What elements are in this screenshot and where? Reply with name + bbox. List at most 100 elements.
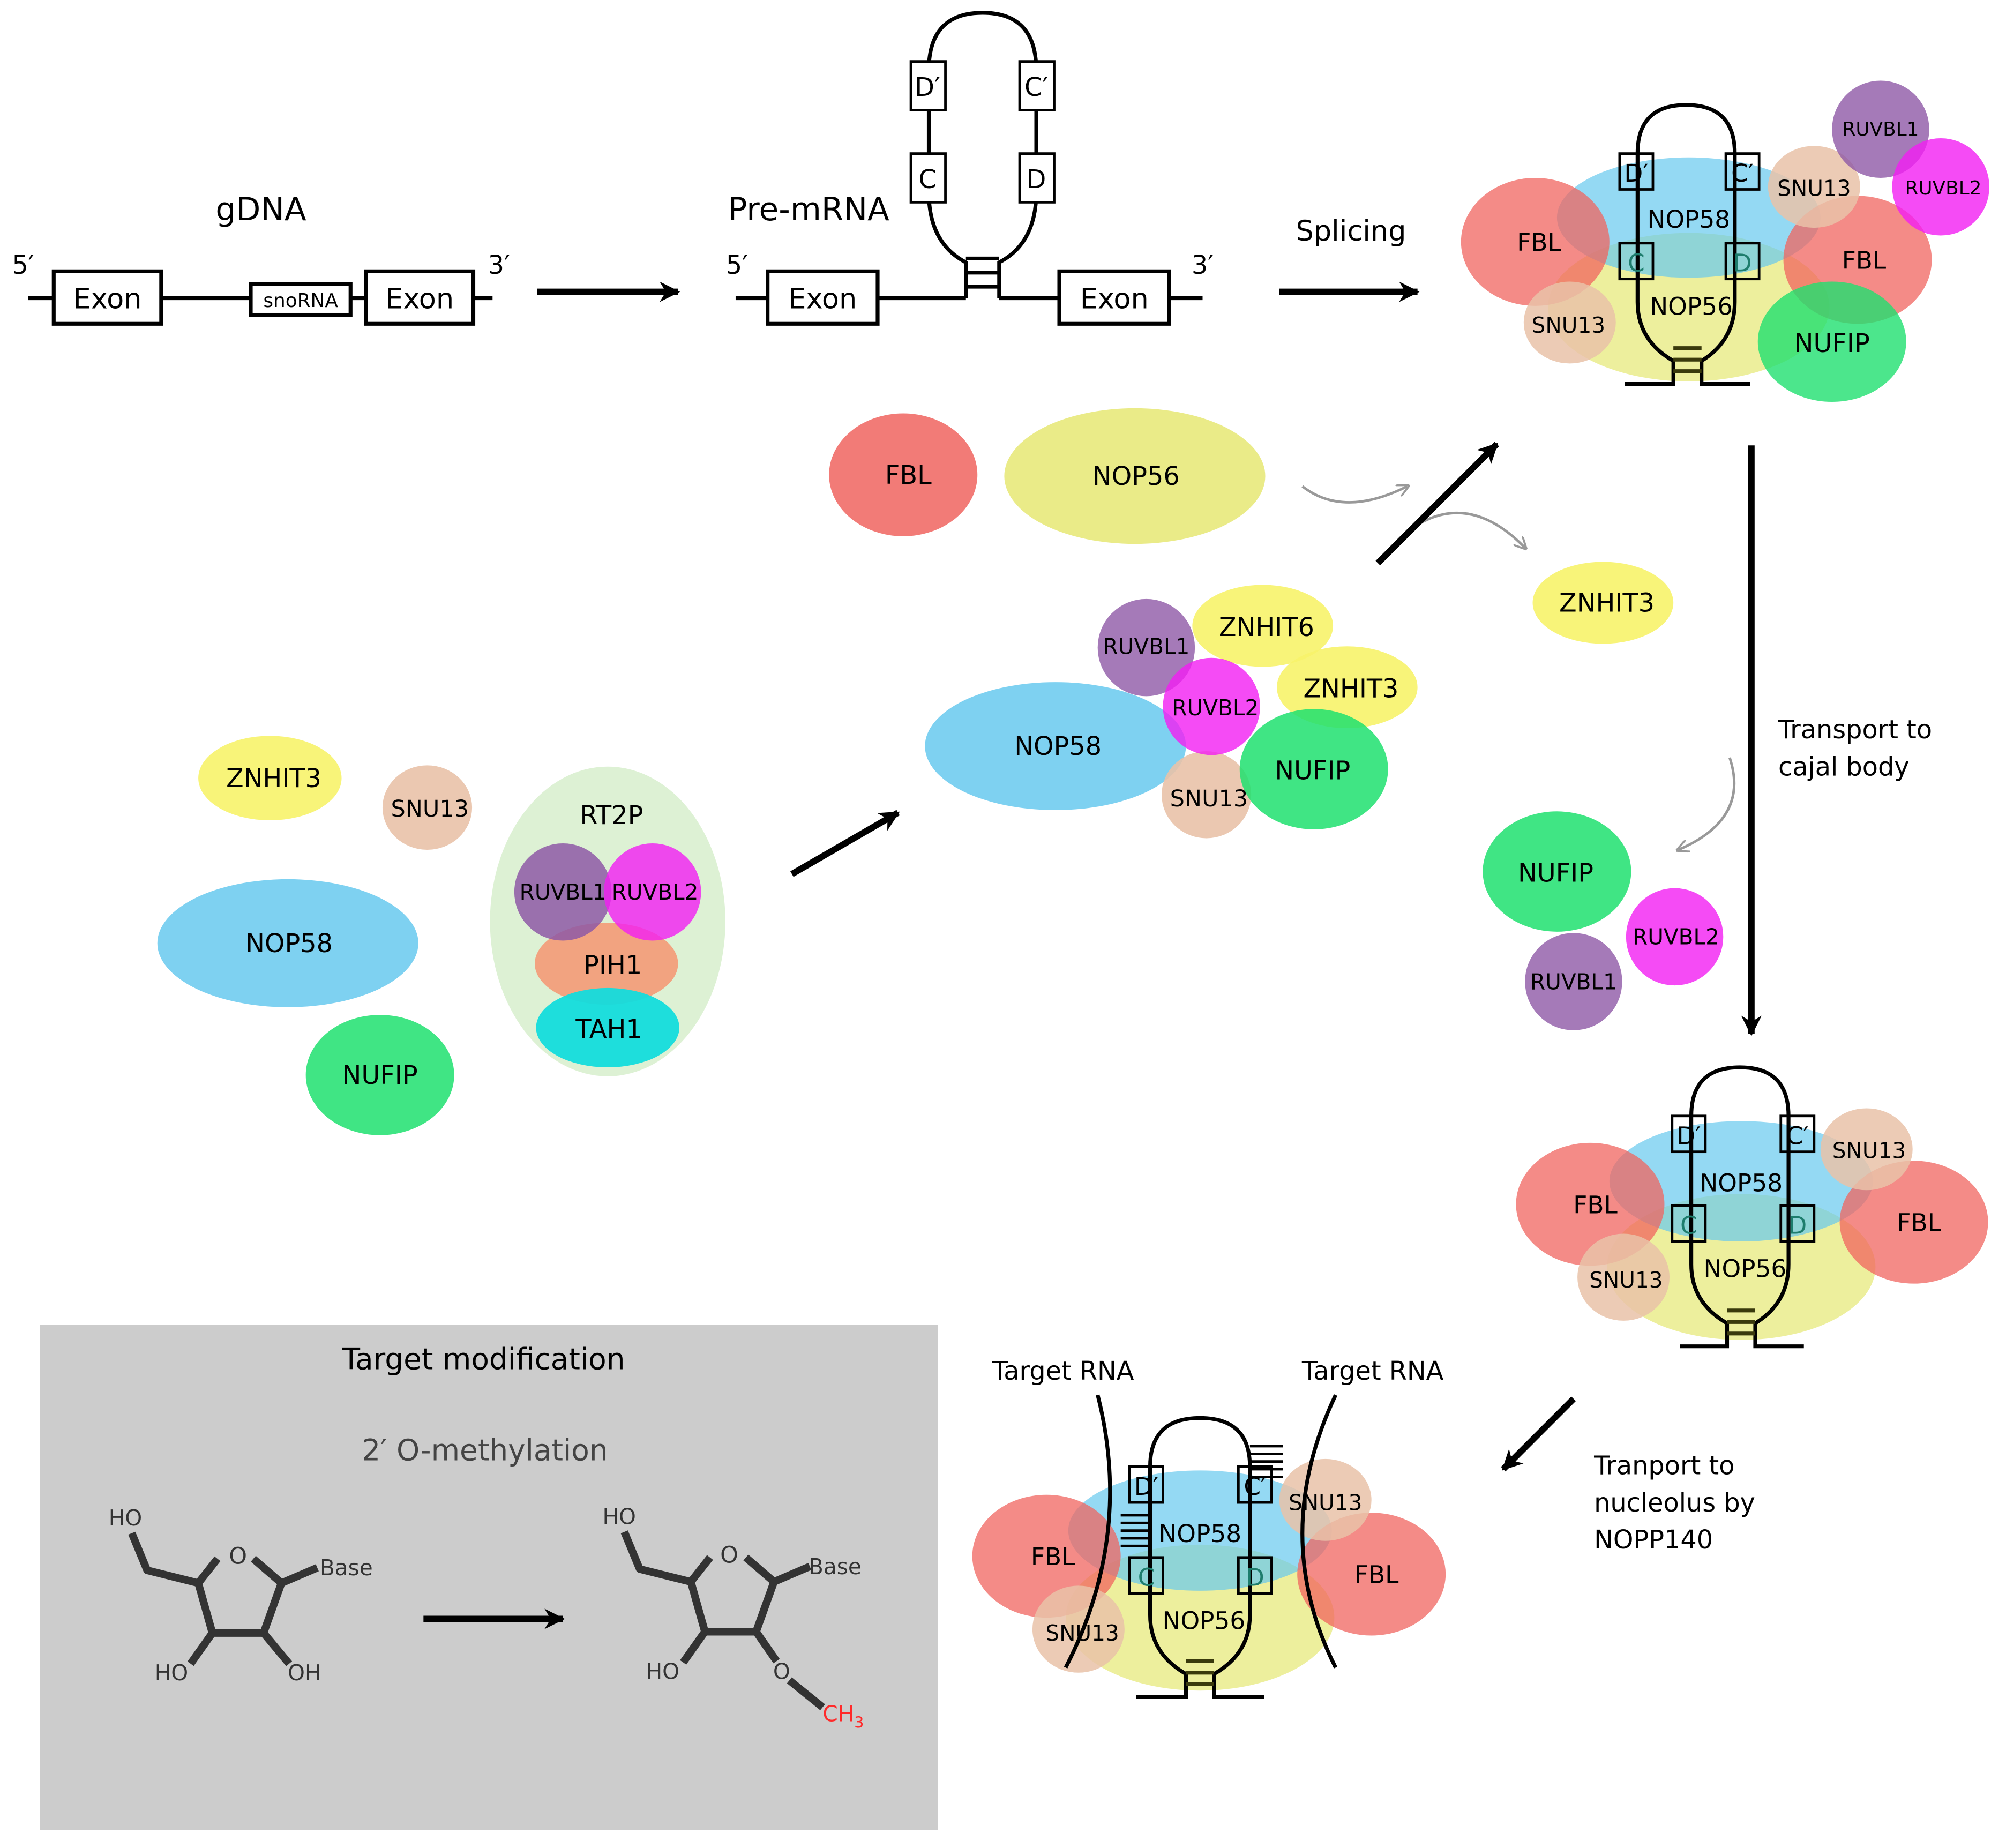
ribose2-o-methyl: O [773, 1659, 790, 1685]
complex3-snorna-strand [1136, 1416, 1264, 1699]
ribose1-oh-bottom: OH [288, 1660, 321, 1686]
grey-arrow-release [1679, 757, 1735, 850]
complex2-snu13-left-label: SNU13 [1589, 1267, 1663, 1293]
premrna-exon-right: Exon [1080, 283, 1149, 316]
premrna-exon-right-box [1057, 269, 1171, 326]
free-nop56-label: NOP56 [1092, 462, 1180, 491]
complex3-fbl-left-label: FBL [1031, 1543, 1075, 1571]
gdna-exon-left: Exon [73, 283, 142, 316]
released-nufip [1483, 811, 1631, 932]
ribose2-ho-bottom: HO [646, 1659, 679, 1685]
modification-subtitle: 2′ O-methylation [362, 1433, 608, 1467]
released-ruvbl2-label: RUVBL2 [1633, 924, 1719, 950]
complex3-fbl-right-label: FBL [1354, 1561, 1399, 1589]
premrna-box-d [1018, 152, 1056, 204]
gdna-snorna: snoRNA [263, 290, 338, 312]
ribose-methylated [620, 1530, 825, 1710]
free-nop56 [1004, 408, 1266, 544]
methyl-subscript: 3 [854, 1713, 864, 1731]
free-nop58 [157, 879, 418, 1007]
grey-arrow-in [1301, 487, 1408, 504]
arrow-nucleolus [1501, 1396, 1576, 1472]
premrna-five-prime: 5′ [726, 251, 748, 280]
ribose1-o-ring: O [229, 1543, 247, 1570]
gdna-title: gDNA [215, 191, 306, 228]
mid-znhit3-label: ZNHIT3 [1303, 675, 1398, 704]
free-nop58-label: NOP58 [245, 929, 333, 959]
complex1-nop58-label: NOP58 [1647, 205, 1730, 234]
ribose1-base: Base [320, 1555, 373, 1581]
pre-mrna: Pre-mRNA 5′ 3′ Exon Exon D′ C C′ D [726, 11, 1214, 326]
complex1-nop58 [1556, 157, 1821, 278]
rt2p-ruvbl2-label: RUVBL2 [612, 879, 699, 905]
rt2p-envelope [490, 766, 725, 1076]
target-modification-panel: Target modification 2′ O-methylation HO … [40, 1325, 938, 1830]
complex1-ruvbl1-label: RUVBL1 [1843, 118, 1919, 140]
arrow-assembly [790, 810, 900, 877]
complex2-box-cprime: C′ [1786, 1121, 1809, 1150]
label-transport-nucleolus-1: Tranport to [1593, 1452, 1734, 1481]
complex1-ruvbl1 [1832, 80, 1929, 178]
complex3-nop58-label: NOP58 [1158, 1520, 1241, 1548]
premrna-title: Pre-mRNA [728, 191, 889, 228]
complex2-nop58-label: NOP58 [1700, 1169, 1783, 1198]
mid-znhit6 [1192, 585, 1334, 667]
complex3-nop56-label: NOP56 [1163, 1607, 1246, 1635]
free-nufip [305, 1015, 454, 1135]
mid-znhit3 [1276, 646, 1418, 729]
complex3-box-c: C [1138, 1563, 1155, 1591]
rt2p-tah1 [536, 987, 679, 1068]
rt2p-ruvbl2 [604, 843, 701, 941]
rt2p-tah1-label: TAH1 [575, 1015, 642, 1044]
premrna-exon-left: Exon [788, 283, 857, 316]
complex3-snu13-right-label: SNU13 [1289, 1490, 1362, 1515]
gdna-gene: gDNA 5′ 3′ Exon snoRNA Exon [12, 191, 510, 326]
free-znhit3 [198, 736, 342, 821]
snornp-complex-spliced: D′ C C′ D NOP58 NOP56 FBL FBL SNU13 SNU1… [1461, 80, 1989, 402]
snornp-complex-mature: D′ C C′ D NOP58 NOP56 FBL FBL SNU13 SNU1… [1516, 1065, 1988, 1349]
gdna-exon-right: Exon [385, 283, 454, 316]
complex1-snorna-strand [1625, 103, 1750, 386]
mid-snu13 [1162, 751, 1252, 839]
released-ruvbl2 [1626, 888, 1724, 986]
complex1-snu13-left-label: SNU13 [1532, 312, 1605, 338]
free-znhit3-label: ZNHIT3 [226, 764, 321, 794]
rt2p-pih1 [535, 923, 678, 1005]
premrna-box-d-label: D [1027, 165, 1046, 194]
complex1-fbl-left [1461, 178, 1610, 306]
complex1-box-cprime: C′ [1731, 159, 1754, 188]
complex3-fbl-right [1297, 1513, 1446, 1636]
free-fbl-label: FBL [885, 461, 932, 490]
target-rna-left-label: Target RNA [992, 1357, 1134, 1386]
mid-snu13-label: SNU13 [1170, 785, 1248, 812]
ribose2-ho-top: HO [602, 1504, 635, 1530]
ribose-unmodified [128, 1531, 319, 1666]
complex1-nufip-label: NUFIP [1794, 329, 1870, 358]
complex2-nop56-label: NOP56 [1704, 1255, 1787, 1283]
gdna-five-prime: 5′ [12, 251, 34, 280]
complex1-nufip [1757, 281, 1906, 402]
target-rna-right-strand [1300, 1394, 1338, 1669]
methyl-group: CH3 [822, 1701, 864, 1732]
label-splicing: Splicing [1296, 215, 1406, 248]
premrna-snorna-loop [926, 11, 1038, 298]
mid-nufip-label: NUFIP [1275, 757, 1350, 786]
complex1-box-dprime: D′ [1624, 159, 1648, 188]
premrna-box-c [909, 152, 947, 204]
mid-nop58 [925, 682, 1186, 810]
base-pairing-right [1249, 1445, 1283, 1478]
target-rna-left-strand [1064, 1394, 1112, 1669]
premrna-box-cprime [1018, 60, 1056, 111]
complex1-snu13-right-label: SNU13 [1777, 175, 1851, 201]
gdna-snorna-box [249, 282, 353, 317]
target-rna-right-label: Target RNA [1301, 1357, 1444, 1386]
label-transport-cajal-2: cajal body [1778, 752, 1910, 782]
premrna-box-dprime [909, 60, 947, 111]
complex2-snu13-right-label: SNU13 [1832, 1138, 1906, 1164]
complex2-fbl-right-label: FBL [1897, 1209, 1941, 1237]
complex3-box-d: D [1246, 1563, 1264, 1591]
rt2p-ruvbl1-label: RUVBL1 [520, 879, 607, 905]
mid-znhit6-label: ZNHIT6 [1219, 613, 1314, 642]
premrna-box-cprime-label: C′ [1024, 73, 1048, 102]
